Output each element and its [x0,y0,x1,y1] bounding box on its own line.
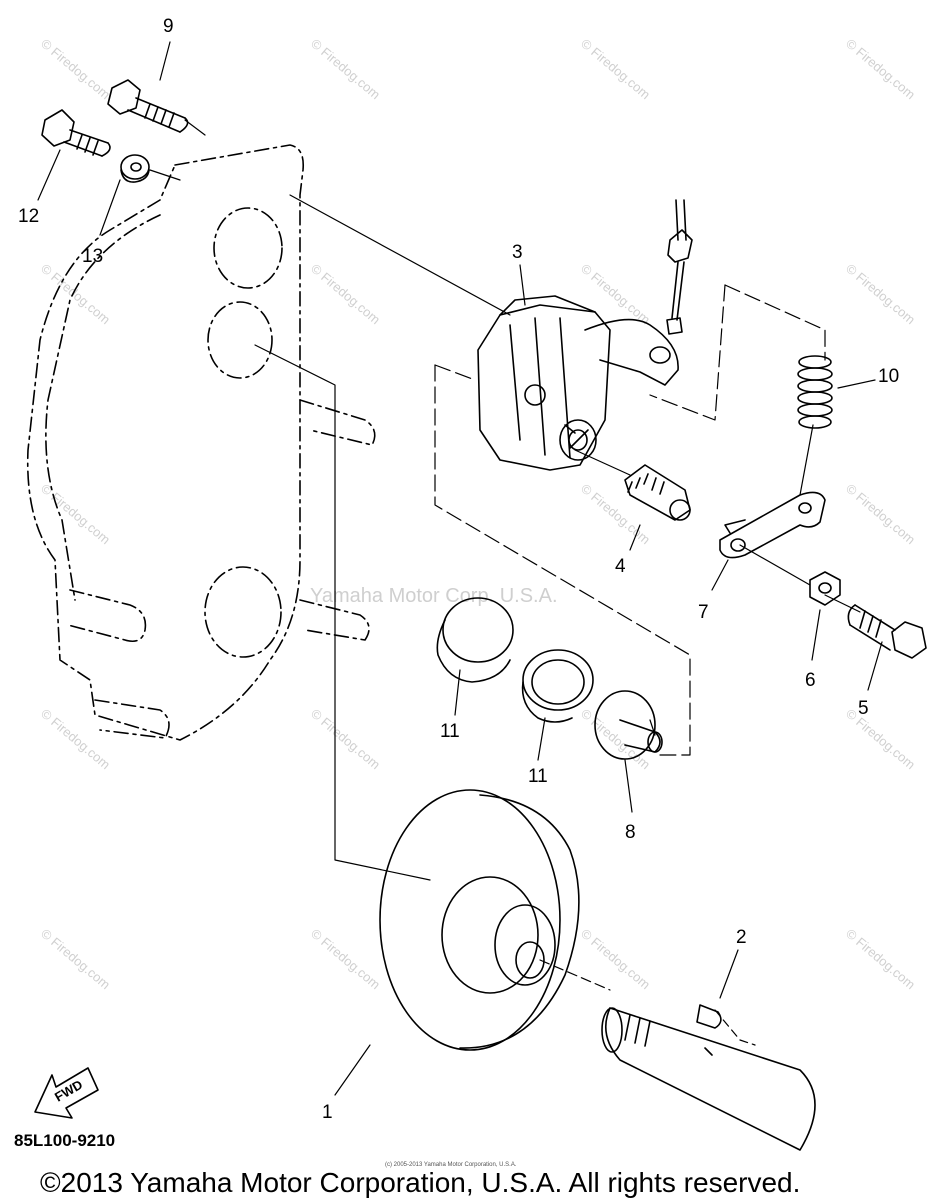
cable-end [666,199,693,335]
watermark: © Firedog.com [38,926,113,992]
watermark: © Firedog.com [843,36,918,102]
watermark: © Firedog.com [38,36,113,102]
watermark: © Firedog.com [843,261,918,327]
nut-6 [809,571,841,606]
watermark: © Firedog.com [578,926,653,992]
watermark: © Firedog.com [308,261,383,327]
watermark: © Firedog.com [578,261,653,327]
cap-11-upper [436,597,514,683]
callout-1: 1 [322,1102,333,1123]
shaft [601,1007,816,1151]
washer-13 [120,154,150,183]
fine-print: (c) 2005-2013 Yamaha Motor Corporation, … [385,1162,517,1168]
watermark: © Firedog.com [38,261,113,327]
lever-7 [719,491,826,559]
watermark: © Firedog.com [843,481,918,547]
watermark-layer: © Firedog.com © Firedog.com © Firedog.co… [38,36,918,992]
ring-11-lower [521,649,594,723]
watermark: © Firedog.com [578,481,653,547]
pin-4 [624,464,691,521]
callout-4: 4 [615,556,626,577]
watermark: © Firedog.com [843,706,918,772]
watermark: © Firedog.com [38,706,113,772]
watermark: © Firedog.com [308,926,383,992]
sheave-1 [379,789,580,1051]
callout-5: 5 [858,698,869,719]
screw-9 [107,79,189,133]
callout-9: 9 [163,16,174,37]
callout-13: 13 [82,246,103,267]
callout-pointers [37,41,883,1096]
watermark: © Firedog.com [578,36,653,102]
callout-7: 7 [698,602,709,623]
callout-10: 10 [878,366,899,387]
leader-lines [149,119,861,1046]
callout-11-lower: 11 [528,766,548,787]
spring-10 [797,355,833,429]
watermark: © Firedog.com [308,706,383,772]
bolt-5 [847,604,927,659]
callout-2: 2 [736,927,747,948]
fwd-arrow-icon [34,1067,99,1119]
actuator-body-3 [477,295,679,471]
key-2 [696,1004,722,1029]
watermark: © Firedog.com [843,926,918,992]
callout-labels: 9 12 13 3 10 4 7 6 5 11 11 8 2 1 [18,16,899,1123]
watermark-yamaha: Yamaha Motor Corp. U.S.A. [310,585,558,607]
callout-6: 6 [805,670,816,691]
watermark: © Firedog.com [308,36,383,102]
watermark: © Firedog.com [578,706,653,772]
copyright-notice: ©2013 Yamaha Motor Corporation, U.S.A. A… [40,1167,800,1198]
case-cover-outline [26,144,376,741]
callout-3: 3 [512,242,523,263]
callout-11-upper: 11 [440,721,460,742]
watermark: © Firedog.com [38,481,113,547]
part-number: 85L100-9210 [14,1131,115,1150]
screw-12 [41,109,111,157]
callout-8: 8 [625,822,636,843]
callout-12: 12 [18,206,39,227]
disc-8 [594,690,663,760]
